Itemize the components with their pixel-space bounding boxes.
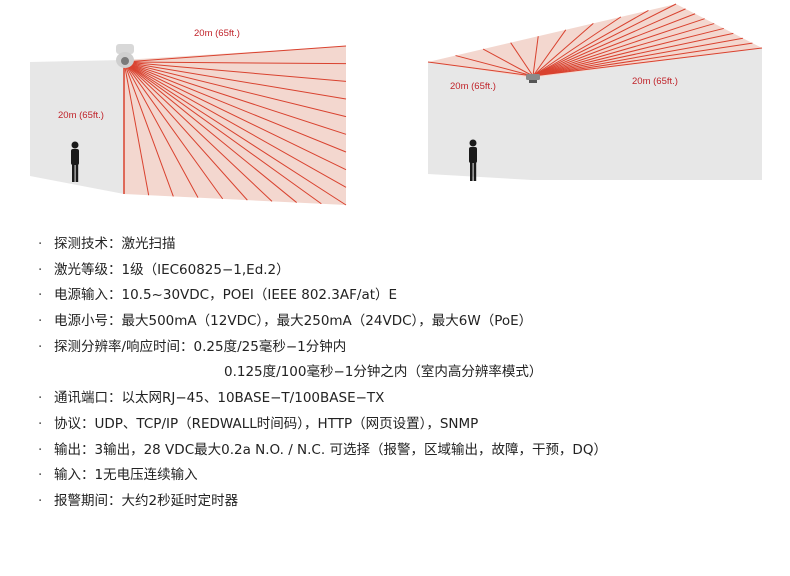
- back-wall: [30, 60, 124, 194]
- laser-beam: [123, 61, 347, 188]
- scan-plane: [124, 46, 346, 205]
- laser-beam: [123, 61, 322, 205]
- laser-beam: [532, 13, 696, 77]
- range-label-right: 20m (65ft.): [632, 76, 678, 87]
- laser-beam: [123, 61, 347, 135]
- laser-beam: [123, 61, 150, 196]
- laser-beam: [123, 61, 248, 201]
- spec-item: 通讯端口：以太网RJ−45、10BASE−T/100BASE−TX: [38, 386, 778, 412]
- range-label-top: 20m (65ft.): [194, 28, 240, 39]
- laser-beam: [123, 61, 347, 153]
- laser-beam: [532, 27, 724, 77]
- spec-item: 协议：UDP、TCP/IP（REDWALL时间码），HTTP（网页设置），SNM…: [38, 412, 778, 438]
- spec-item: 0.125度/100毫秒−1分钟之内（室内高分辨率模式）: [224, 364, 543, 381]
- laser-beam: [532, 22, 594, 77]
- laser-beam: [123, 61, 347, 82]
- spec-item: 探测分辨率/响应时间：0.25度/25毫秒−1分钟内: [38, 335, 778, 361]
- laser-beam: [123, 61, 297, 203]
- laser-beam: [123, 61, 347, 65]
- laser-beam: [123, 45, 347, 63]
- ceiling-camera-icon: [116, 44, 134, 68]
- laser-beam: [532, 29, 567, 77]
- vertical-scan-diagram: 20m (65ft.) 20m (65ft.): [0, 0, 380, 215]
- vertical-scan-svg: 20m (65ft.) 20m (65ft.): [30, 28, 347, 206]
- laser-beam: [532, 10, 649, 77]
- laser-beams: [427, 3, 763, 77]
- laser-beam: [123, 61, 347, 100]
- spec-item: 输入：1无电压连续输入: [38, 463, 778, 489]
- laser-beam: [455, 55, 534, 77]
- laser-beam: [482, 48, 534, 77]
- laser-beam: [532, 23, 715, 77]
- range-label-side: 20m (65ft.): [58, 110, 104, 121]
- left-wall: [428, 62, 532, 180]
- laser-beam: [510, 42, 534, 77]
- laser-beam: [123, 61, 273, 202]
- laser-beam: [123, 61, 174, 197]
- laser-beam: [532, 36, 539, 77]
- spec-item: 输出：3输出，28 VDC最大0.2a N.O. / N.C. 可选择（报警，区…: [38, 438, 778, 464]
- laser-beam: [532, 8, 686, 77]
- ceiling-sensor-icon: [526, 74, 540, 83]
- person-icon: [469, 139, 477, 181]
- laser-beam: [532, 42, 753, 77]
- spec-item: 电源输入：10.5~30VDC，POEI（IEEE 802.3AF/at）E: [38, 283, 778, 309]
- spec-item: 电源小号：最大500mA（12VDC），最大250mA（24VDC），最大6W（…: [38, 309, 778, 335]
- laser-beam: [532, 16, 622, 77]
- horizontal-scan-svg: 20m (65ft.) 20m (65ft.): [427, 3, 763, 181]
- laser-beam: [123, 61, 347, 118]
- right-wall: [532, 48, 762, 180]
- laser-beams: [123, 45, 347, 206]
- spec-list: 探测技术：激光扫描激光等级：1级（IEC60825−1,Ed.2）电源输入：10…: [38, 232, 778, 515]
- laser-beam: [123, 61, 347, 206]
- laser-beam: [123, 61, 347, 171]
- laser-beam: [532, 47, 763, 77]
- horizontal-scan-diagram: 20m (65ft.) 20m (65ft.): [400, 0, 790, 215]
- laser-beam: [532, 37, 743, 77]
- laser-beam: [532, 32, 734, 77]
- range-label-left: 20m (65ft.): [450, 81, 496, 92]
- spec-item: 报警期间：大约2秒延时定时器: [38, 489, 778, 515]
- spec-item: 探测技术：激光扫描: [38, 232, 778, 258]
- laser-beam: [532, 3, 677, 77]
- laser-beam: [123, 61, 224, 200]
- laser-beam: [532, 18, 705, 77]
- laser-beam: [123, 61, 199, 198]
- laser-beam: [427, 61, 534, 77]
- person-icon: [71, 141, 79, 182]
- spec-item: 激光等级：1级（IEC60825−1,Ed.2）: [38, 258, 778, 284]
